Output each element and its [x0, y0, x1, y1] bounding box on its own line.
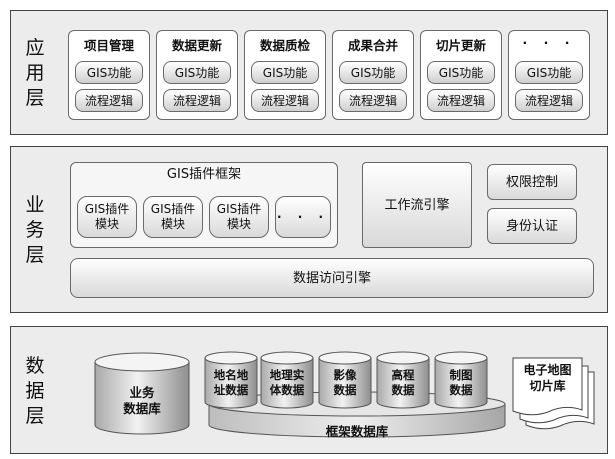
elevation-data-label: 高程 数据	[391, 368, 415, 397]
layer-title-char: 层	[25, 404, 45, 427]
app-column-quality-check: 数据质检 GIS功能 流程逻辑	[244, 30, 326, 120]
app-column-result-merge: 成果合并 GIS功能 流程逻辑	[332, 30, 414, 120]
business-database-label: 业务 数据库	[123, 385, 161, 416]
identity-authentication: 身份认证	[487, 208, 577, 244]
process-logic-box: 流程逻辑	[515, 89, 583, 112]
application-layer-title: 应 用 层	[11, 11, 59, 136]
app-column-title: 数据更新	[171, 38, 222, 53]
app-column-data-update: 数据更新 GIS功能 流程逻辑	[156, 30, 238, 120]
app-column-project-management: 项目管理 GIS功能 流程逻辑	[68, 30, 150, 120]
workflow-engine: 工作流引擎	[362, 162, 472, 248]
layer-title-char: 据	[25, 379, 45, 402]
gis-plugin-module: GIS插件 模块	[143, 196, 203, 238]
layer-title-char: 应	[25, 37, 45, 59]
ellipsis-icon: · · ·	[275, 196, 331, 238]
layer-title-char: 业	[25, 194, 45, 216]
permission-control: 权限控制	[487, 164, 577, 200]
gis-plugin-module: GIS插件 模块	[209, 196, 269, 238]
process-logic-box: 流程逻辑	[339, 89, 407, 112]
process-logic-box: 流程逻辑	[163, 89, 231, 112]
cartography-data-label: 制图 数据	[449, 368, 473, 397]
gis-function-box: GIS功能	[339, 61, 407, 84]
app-column-title: 切片更新	[435, 38, 486, 53]
layer-title-char: 用	[25, 62, 45, 84]
gis-function-box: GIS功能	[515, 61, 583, 84]
app-column-tile-update: 切片更新 GIS功能 流程逻辑	[420, 30, 502, 120]
placename-data-label: 地名地 址数据	[213, 368, 249, 397]
app-column-more: · · · GIS功能 流程逻辑	[508, 30, 590, 120]
data-access-engine: 数据访问引擎	[70, 258, 594, 298]
plugin-framework-title: GIS插件框架	[166, 167, 242, 182]
image-data-label: 影像 数据	[333, 368, 357, 397]
framework-database-label: 框架数据库	[325, 424, 389, 439]
gis-function-box: GIS功能	[75, 61, 143, 84]
geo-entity-data-label: 地理实 体数据	[269, 368, 305, 397]
app-column-title: 成果合并	[347, 38, 398, 53]
layer-title-char: 数	[25, 354, 45, 377]
layer-title-char: 层	[25, 244, 45, 266]
gis-function-box: GIS功能	[427, 61, 495, 84]
process-logic-box: 流程逻辑	[251, 89, 319, 112]
tile-library-label: 电子地图 切片库	[523, 363, 572, 393]
process-logic-box: 流程逻辑	[427, 89, 495, 112]
gis-function-box: GIS功能	[251, 61, 319, 84]
app-column-title: 数据质检	[259, 38, 310, 53]
layer-title-char: 层	[25, 87, 45, 109]
process-logic-box: 流程逻辑	[75, 89, 143, 112]
gis-function-box: GIS功能	[163, 61, 231, 84]
layer-title-char: 务	[25, 219, 45, 241]
ellipsis-icon: · · ·	[522, 35, 576, 50]
gis-plugin-module: GIS插件 模块	[77, 196, 137, 238]
app-column-title: 项目管理	[83, 38, 134, 53]
business-layer-title: 业 务 层	[11, 147, 59, 314]
data-layer-title: 数 据 层	[11, 327, 59, 455]
